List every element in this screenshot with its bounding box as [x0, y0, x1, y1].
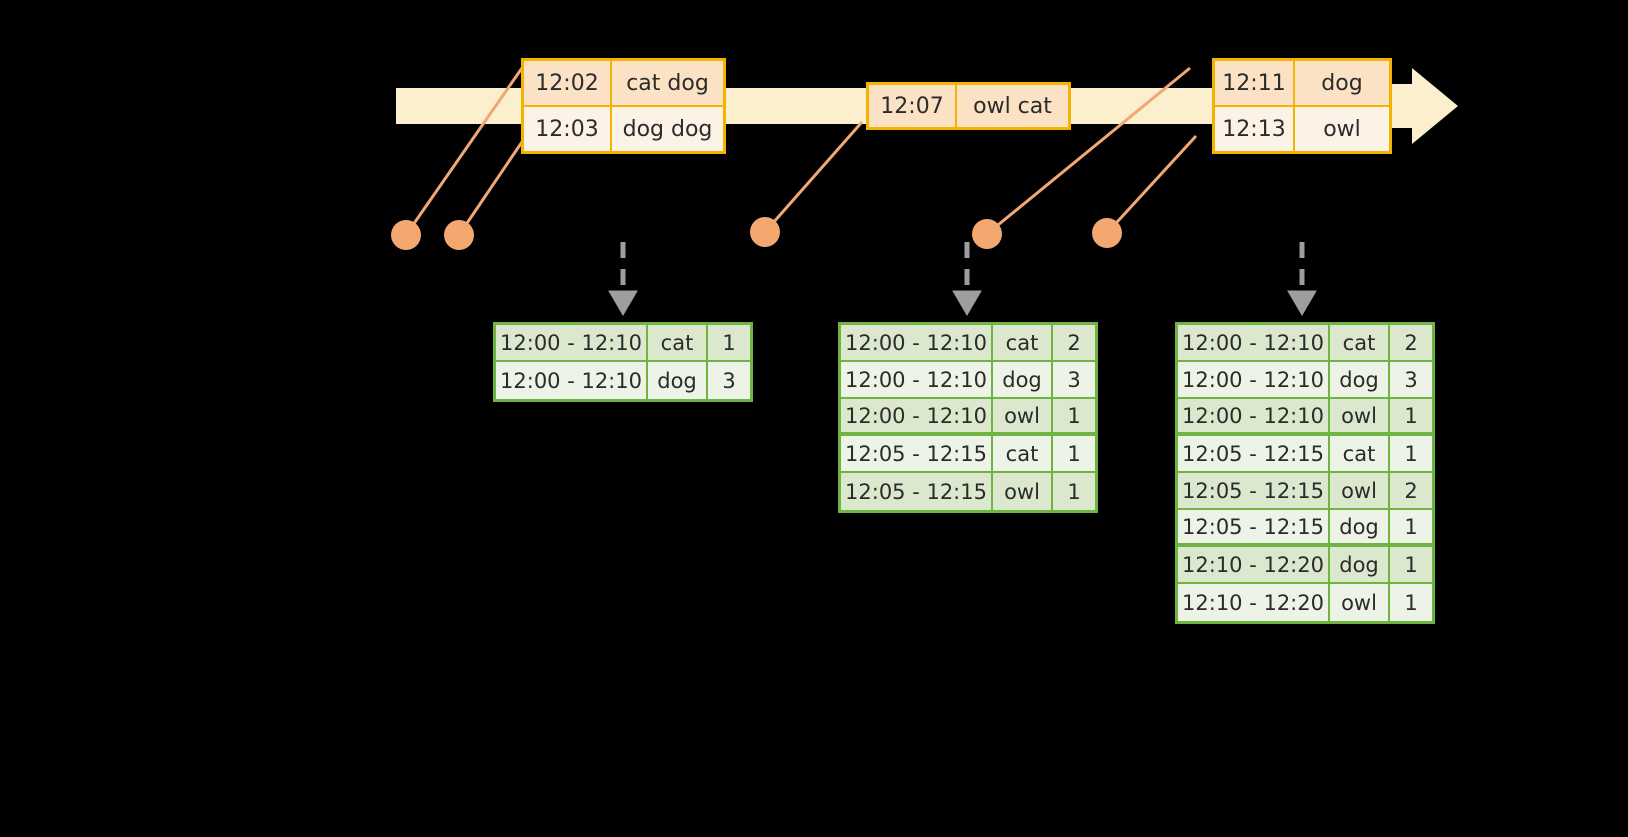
- table-row[interactable]: 12:00 - 12:10 owl 1: [841, 399, 1095, 436]
- event-row[interactable]: 12:13 owl: [1215, 105, 1389, 151]
- result-key: cat: [993, 436, 1053, 471]
- event-box-2[interactable]: 12:07 owl cat: [866, 82, 1071, 130]
- result-key: owl: [1330, 584, 1390, 621]
- result-count: 2: [1404, 478, 1418, 503]
- event-box-3[interactable]: 12:11 dog 12:13 owl: [1212, 58, 1392, 154]
- result-count: 1: [722, 330, 736, 355]
- table-row[interactable]: 12:00 - 12:10 owl 1: [1178, 399, 1432, 436]
- table-row[interactable]: 12:10 - 12:20 owl 1: [1178, 584, 1432, 621]
- result-count: 1: [1404, 590, 1418, 615]
- result-window: 12:00 - 12:10: [496, 325, 648, 360]
- result-key: dog: [1330, 362, 1390, 397]
- event-time: 12:13: [1215, 107, 1295, 151]
- table-row[interactable]: 12:10 - 12:20 dog 1: [1178, 547, 1432, 584]
- result-key: cat: [1330, 436, 1390, 471]
- result-key: owl: [1330, 399, 1390, 432]
- event-box-1[interactable]: 12:02 cat dog 12:03 dog dog: [521, 58, 726, 154]
- result-window: 12:00 - 12:10: [841, 399, 993, 432]
- result-window: 12:00 - 12:10: [841, 325, 993, 360]
- event-row[interactable]: 12:07 owl cat: [869, 85, 1068, 127]
- table-row[interactable]: 12:00 - 12:10 dog 3: [496, 362, 750, 399]
- result-table-1[interactable]: 12:00 - 12:10 cat 1 12:00 - 12:10 dog 3: [493, 322, 753, 402]
- result-key: dog: [1330, 510, 1390, 543]
- event-time: 12:03: [524, 107, 612, 151]
- table-row[interactable]: 12:05 - 12:15 dog 1: [1178, 510, 1432, 547]
- result-key: dog: [648, 362, 708, 399]
- connector-line-3: [763, 121, 864, 233]
- result-count: 1: [1067, 479, 1081, 504]
- result-table-3[interactable]: 12:00 - 12:10 cat 2 12:00 - 12:10 dog 3 …: [1175, 322, 1435, 624]
- result-count: 1: [1404, 514, 1418, 539]
- table-row[interactable]: 12:05 - 12:15 cat 1: [841, 436, 1095, 473]
- result-window: 12:00 - 12:10: [1178, 325, 1330, 360]
- table-row[interactable]: 12:05 - 12:15 owl 2: [1178, 473, 1432, 510]
- result-window: 12:05 - 12:15: [841, 473, 993, 510]
- result-window: 12:05 - 12:15: [1178, 473, 1330, 508]
- result-window: 12:00 - 12:10: [496, 362, 648, 399]
- result-key: owl: [993, 473, 1053, 510]
- result-count: 1: [1404, 403, 1418, 428]
- event-dot-3: [750, 217, 780, 247]
- event-dots: [391, 217, 1122, 250]
- event-row[interactable]: 12:11 dog: [1215, 61, 1389, 105]
- result-count: 1: [1067, 403, 1081, 428]
- event-time: 12:02: [524, 61, 612, 105]
- table-row[interactable]: 12:00 - 12:10 cat 2: [1178, 325, 1432, 362]
- event-row[interactable]: 12:02 cat dog: [524, 61, 723, 105]
- result-count: 3: [1404, 367, 1418, 392]
- result-count: 1: [1404, 552, 1418, 577]
- result-key: dog: [993, 362, 1053, 397]
- connector-line-1: [404, 67, 524, 236]
- result-count: 1: [1067, 441, 1081, 466]
- result-count: 2: [1404, 330, 1418, 355]
- event-time: 12:11: [1215, 61, 1295, 105]
- event-payload: dog dog: [622, 116, 713, 142]
- result-window: 12:00 - 12:10: [841, 362, 993, 397]
- event-dot-2: [444, 220, 474, 250]
- result-window: 12:00 - 12:10: [1178, 362, 1330, 397]
- event-payload: cat dog: [626, 70, 709, 96]
- result-key: owl: [1330, 473, 1390, 508]
- result-key: cat: [1330, 325, 1390, 360]
- event-dot-5: [1092, 218, 1122, 248]
- event-payload: owl: [1323, 116, 1361, 142]
- event-time: 12:07: [869, 85, 957, 127]
- result-window: 12:10 - 12:20: [1178, 584, 1330, 621]
- event-dot-4: [972, 219, 1002, 249]
- event-dot-1: [391, 220, 421, 250]
- result-window: 12:05 - 12:15: [1178, 436, 1330, 471]
- table-row[interactable]: 12:00 - 12:10 cat 1: [496, 325, 750, 362]
- result-count: 1: [1404, 441, 1418, 466]
- event-payload: dog: [1321, 70, 1363, 96]
- result-key: cat: [648, 325, 708, 360]
- table-row[interactable]: 12:00 - 12:10 dog 3: [1178, 362, 1432, 399]
- result-key: cat: [993, 325, 1053, 360]
- table-row[interactable]: 12:05 - 12:15 owl 1: [841, 473, 1095, 510]
- emit-arrows: [608, 242, 1317, 316]
- table-row[interactable]: 12:05 - 12:15 cat 1: [1178, 436, 1432, 473]
- result-count: 3: [1067, 367, 1081, 392]
- emit-arrow-2: [952, 242, 982, 316]
- result-count: 3: [722, 368, 736, 393]
- connector-line-5: [1105, 134, 1198, 235]
- event-payload: owl cat: [973, 93, 1052, 119]
- event-row[interactable]: 12:03 dog dog: [524, 105, 723, 151]
- table-row[interactable]: 12:00 - 12:10 dog 3: [841, 362, 1095, 399]
- result-key: owl: [993, 399, 1053, 432]
- emit-arrow-3: [1287, 242, 1317, 316]
- result-window: 12:05 - 12:15: [1178, 510, 1330, 543]
- connector-line-2: [457, 135, 528, 236]
- result-window: 12:10 - 12:20: [1178, 547, 1330, 582]
- result-window: 12:05 - 12:15: [841, 436, 993, 471]
- result-window: 12:00 - 12:10: [1178, 399, 1330, 432]
- table-row[interactable]: 12:00 - 12:10 cat 2: [841, 325, 1095, 362]
- result-count: 2: [1067, 330, 1081, 355]
- result-table-2[interactable]: 12:00 - 12:10 cat 2 12:00 - 12:10 dog 3 …: [838, 322, 1098, 513]
- emit-arrow-1: [608, 242, 638, 316]
- result-key: dog: [1330, 547, 1390, 582]
